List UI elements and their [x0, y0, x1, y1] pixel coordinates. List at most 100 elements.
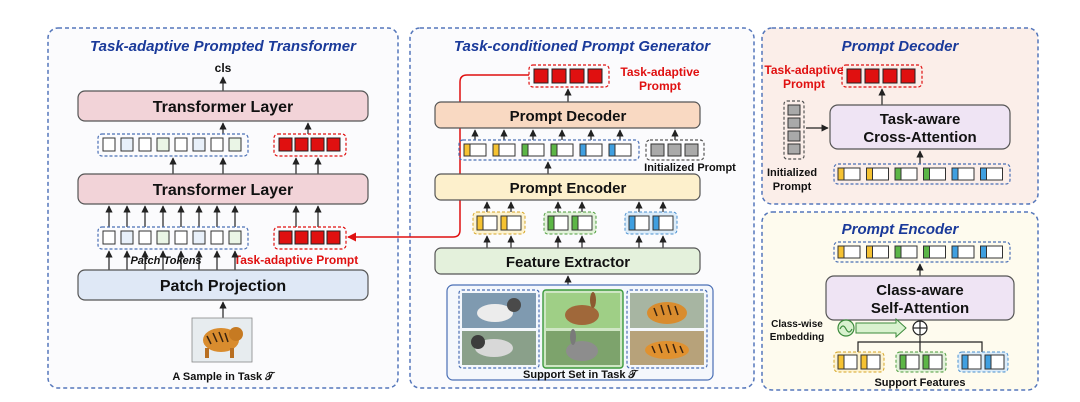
sample-caption: A Sample in Task 𝒯	[172, 370, 275, 383]
feature-extractor-block	[434, 247, 701, 275]
prompt-token	[326, 230, 341, 245]
patch-token-row-upper	[102, 137, 242, 152]
prompt-token	[278, 137, 293, 152]
prompt-decoder-label: Prompt Decoder	[510, 108, 627, 125]
prompt-encoder-label: Prompt Encoder	[510, 180, 627, 197]
embedding-label-1: Class-wise	[771, 319, 823, 330]
support-feature-merge-lines	[857, 336, 983, 352]
embedding-wave-icon	[839, 325, 853, 333]
feature-token-color	[860, 354, 868, 370]
feature-token-color	[628, 215, 636, 231]
projection-to-token-arrows	[105, 250, 239, 270]
feature-token-color	[894, 245, 902, 259]
feature-token-color	[923, 167, 930, 181]
patch-token-group-upper	[97, 133, 249, 157]
support-features-label: Support Features	[874, 377, 965, 389]
feature-token-color	[463, 143, 471, 157]
feature-token-color	[571, 215, 579, 231]
prompt-token	[294, 137, 309, 152]
cross-attention-label-2: Cross-Attention	[863, 129, 976, 146]
task-prompt-output-tokens	[533, 68, 603, 84]
feature-token-color	[550, 143, 558, 157]
decoder-init-label-2: Prompt	[773, 181, 812, 193]
class-feature-to-encoder-arrows	[483, 201, 667, 212]
extractor-to-class-feature-arrows	[483, 235, 667, 248]
initialized-prompt-group-mid	[645, 139, 705, 161]
self-attention-label-2: Self-Attention	[871, 300, 969, 317]
prompt-token	[864, 68, 880, 84]
prompt-token-group-lower	[273, 226, 347, 250]
feature-token-color	[547, 215, 555, 231]
support-feature-groups	[833, 351, 1009, 373]
feature-token-color	[608, 143, 616, 157]
prompt-token-group-upper	[273, 133, 347, 157]
panel-middle-title: Task-conditioned Prompt Generator	[454, 38, 711, 55]
patch-token	[174, 137, 188, 152]
support-set-images	[458, 289, 708, 369]
prompt-token	[846, 68, 862, 84]
encoded-feature-group	[458, 139, 640, 161]
task-adaptive-prompt-label-left: Task-adaptive Prompt	[234, 253, 358, 267]
patch-token	[210, 230, 224, 245]
feature-token-color	[894, 167, 902, 181]
decoder-task-prompt-label-1: Task-adaptive	[764, 63, 843, 77]
initialized-token	[787, 130, 801, 142]
patch-token	[228, 230, 242, 245]
initialized-token	[787, 143, 801, 155]
prompt-token	[294, 230, 309, 245]
initialized-prompt-tokens-mid	[650, 143, 699, 157]
feature-token-color	[837, 167, 845, 181]
initialized-prompt-group-decoder	[783, 100, 805, 160]
feature-token-color	[961, 354, 969, 370]
patch-token-group-lower	[97, 226, 249, 250]
initialized-token	[684, 143, 699, 157]
feature-token-color	[492, 143, 500, 157]
prompt-token	[310, 230, 325, 245]
cross-attention-block	[829, 104, 1011, 150]
initialized-prompt-label-mid: Initialized Prompt	[644, 162, 736, 174]
patch-token	[138, 137, 152, 152]
feature-extractor-label: Feature Extractor	[506, 254, 630, 271]
feature-token-color	[951, 245, 959, 259]
patch-token	[120, 137, 134, 152]
decoder-output-prompt-tokens	[846, 68, 916, 84]
prompt-token	[310, 137, 325, 152]
class-feature-groups	[472, 211, 678, 235]
patch-token	[102, 230, 116, 245]
cross-attention-label-1: Task-aware	[880, 111, 961, 128]
transformer-layer-bottom-label: Transformer Layer	[153, 182, 294, 199]
embedding-label-2: Embedding	[770, 332, 824, 343]
initialized-token	[667, 143, 682, 157]
encoded-feature-tokens	[463, 143, 632, 157]
encoder-output-tokens	[837, 245, 1003, 259]
prompt-encoder-block	[434, 173, 701, 201]
feature-token-color	[984, 354, 992, 370]
prompt-token	[882, 68, 898, 84]
sample-image	[191, 317, 253, 363]
feature-to-decoder-arrows	[471, 129, 679, 140]
task-prompt-output-group	[528, 64, 610, 88]
prompt-token	[551, 68, 567, 84]
initialized-token	[787, 117, 801, 129]
initialized-token	[650, 143, 665, 157]
decoder-output-prompt-group	[841, 64, 923, 88]
cls-label: cls	[215, 61, 232, 75]
patch-token	[102, 137, 116, 152]
self-attention-block	[825, 275, 1015, 321]
prompt-token-row-lower	[278, 230, 341, 245]
decoder-feature-group	[833, 163, 1011, 185]
decoder-task-prompt-label-2: Prompt	[783, 77, 825, 91]
prompt-token-row-upper	[278, 137, 341, 152]
feature-token-color	[500, 215, 508, 231]
feature-token-color	[837, 245, 845, 259]
panel-encoder-title: Prompt Encoder	[842, 221, 960, 238]
feature-token-color	[837, 354, 845, 370]
feature-token-color	[922, 354, 930, 370]
patch-token	[210, 137, 224, 152]
prompt-token	[587, 68, 603, 84]
feature-token-color	[652, 215, 660, 231]
encoder-output-group	[833, 241, 1011, 263]
initialized-prompt-tokens-decoder	[787, 104, 801, 155]
prompt-connector-arrow	[347, 74, 529, 242]
